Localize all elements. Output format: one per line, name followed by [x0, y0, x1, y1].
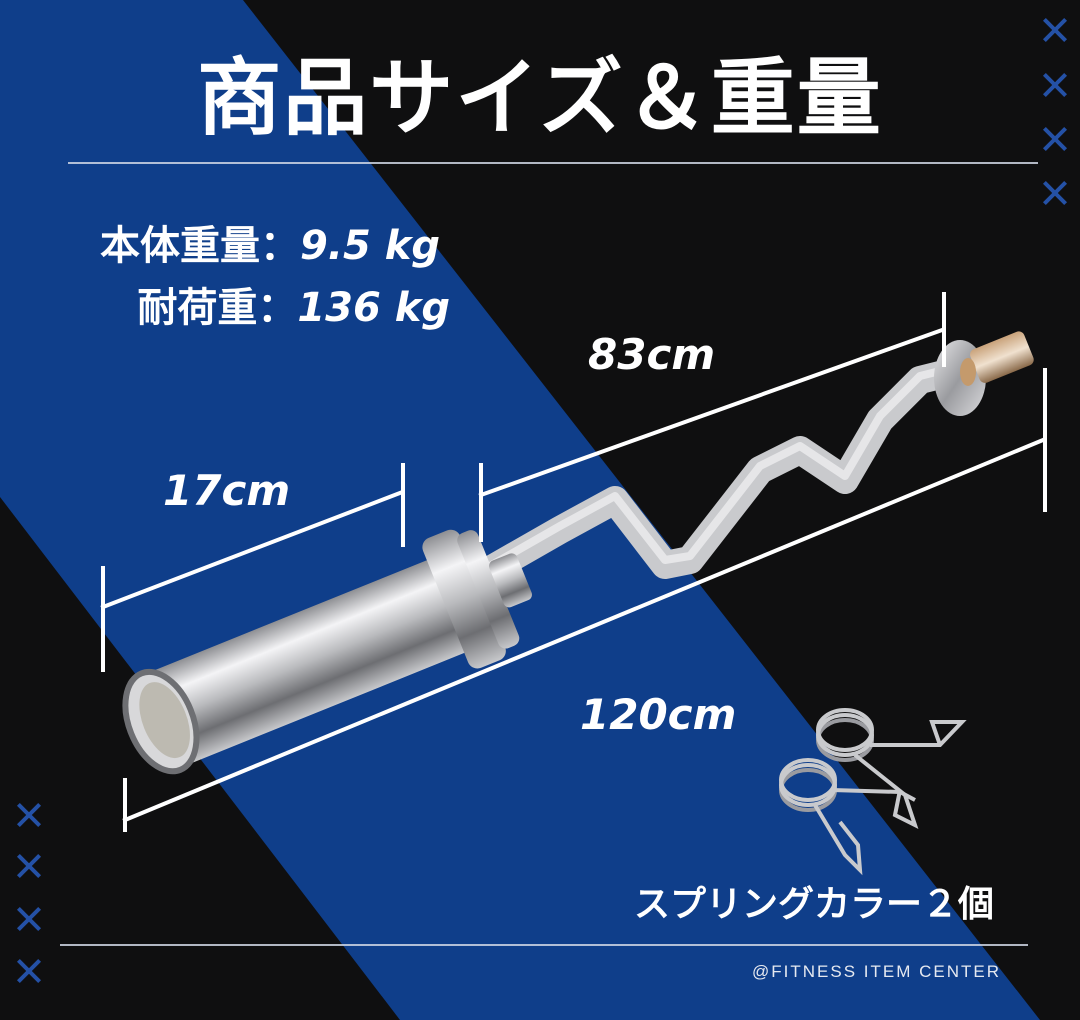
- spec-load-capacity: 耐荷重：136 kg: [70, 280, 450, 336]
- sleeve-length-label: 17cm: [163, 466, 291, 515]
- total-length-label: 120cm: [580, 690, 737, 739]
- spec-label: 本体重量：: [99, 223, 300, 269]
- footer-divider: [60, 944, 1028, 946]
- grip-length-label: 83cm: [588, 330, 716, 379]
- spec-value: 136 kg: [297, 285, 450, 331]
- page-title: 商品サイズ＆重量: [197, 49, 883, 147]
- spec-body-weight: 本体重量：9.5 kg: [70, 218, 440, 274]
- brand-credit: @FITNESS ITEM CENTER: [752, 962, 1001, 981]
- spring-collar-label: スプリングカラー２個: [634, 884, 995, 925]
- spring-collar-icon: [779, 708, 967, 876]
- spec-value: 9.5 kg: [299, 223, 440, 269]
- spec-label: 耐荷重：: [137, 285, 298, 331]
- title-divider: [68, 162, 1038, 164]
